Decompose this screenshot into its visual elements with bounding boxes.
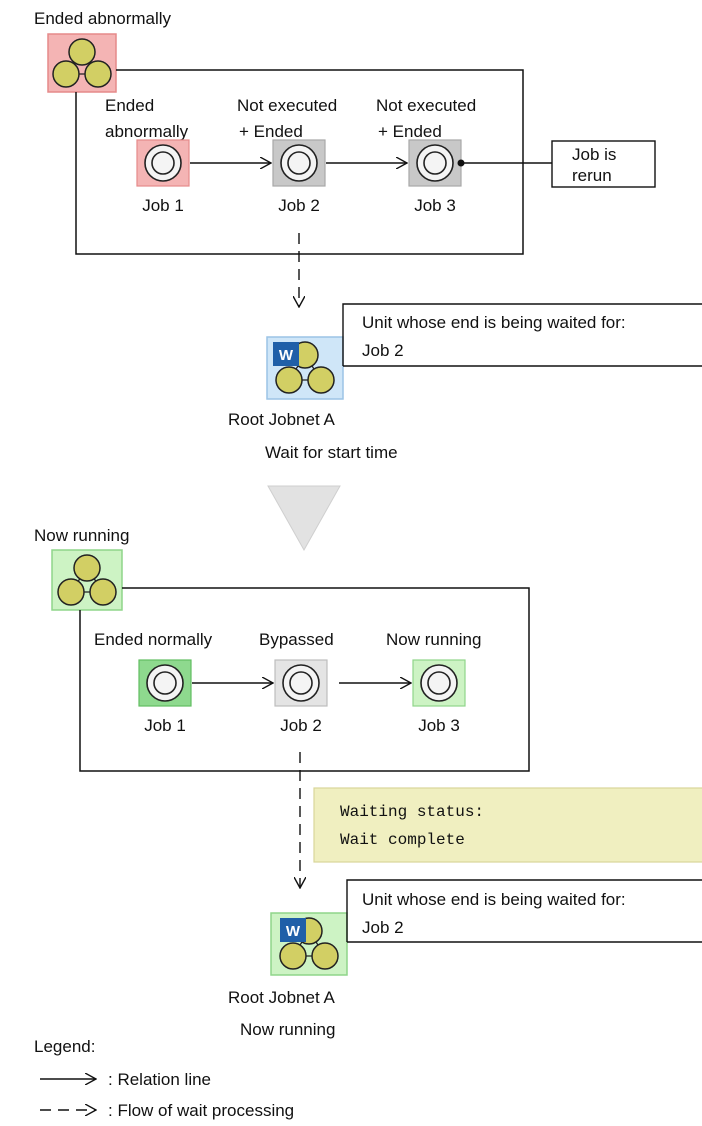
bottom-job3-status: Now running [386,630,481,649]
top-job2-status-line2: + Ended [239,122,303,141]
bottom-job2-status: Bypassed [259,630,334,649]
wait-note-bottom-frame [346,879,702,942]
top-job1-status-line2: abnormally [105,122,189,141]
w-badge-label: W [286,923,301,940]
waiting-status-line2: Wait complete [340,831,465,849]
bottom-job1-icon [138,659,192,707]
legend-relation-line-label: : Relation line [108,1070,211,1089]
legend-wait-flow-label: : Flow of wait processing [108,1101,294,1120]
bottom-job3-name: Job 3 [418,716,460,735]
top-job2-name: Job 2 [278,196,320,215]
top-job3-status-line2: + Ended [378,122,442,141]
w-badge-icon: W [280,918,306,942]
top-jobnet-status: Ended abnormally [34,9,172,28]
top-job3-icon [408,139,462,187]
w-badge-label: W [279,347,294,364]
bottom-job1-name: Job 1 [144,716,186,735]
rerun-callout-dot [457,159,465,167]
bottom-job3-icon [412,659,466,707]
waiting-status-line1: Waiting status: [340,803,484,821]
top-jobnet-icon [47,33,117,93]
rerun-note-line1: Job is [572,145,616,164]
bottom-job1-status: Ended normally [94,630,213,649]
top-jobnet-frame [75,69,524,255]
root-jobnet-a-bottom-name: Root Jobnet A [228,988,335,1007]
bottom-jobnet-frame [79,587,530,772]
wait-note-top-line1: Unit whose end is being waited for: [362,313,626,332]
bottom-job2-name: Job 2 [280,716,322,735]
top-job1-name: Job 1 [142,196,184,215]
top-job2-icon [272,139,326,187]
transition-triangle [267,485,341,552]
bottom-jobnet-icon [51,549,123,611]
bottom-job2-icon [274,659,328,707]
wait-note-top-line2: Job 2 [362,341,404,360]
bottom-jobnet-status: Now running [34,526,129,545]
root-jobnet-a-top-status: Wait for start time [265,443,398,462]
wait-note-bottom-line1: Unit whose end is being waited for: [362,890,626,909]
top-job3-status-line1: Not executed [376,96,476,115]
rerun-note-box [551,140,656,188]
rerun-note-line2: rerun [572,166,612,185]
wait-note-top-frame [342,303,702,366]
top-job2-status-line1: Not executed [237,96,337,115]
top-job3-name: Job 3 [414,196,456,215]
top-job1-status-line1: Ended [105,96,154,115]
waiting-status-note [313,787,702,863]
w-badge-icon: W [273,342,299,366]
wait-note-bottom-line2: Job 2 [362,918,404,937]
top-job1-icon [136,139,190,187]
legend-title: Legend: [34,1037,95,1056]
root-jobnet-a-bottom-status: Now running [240,1020,335,1039]
root-jobnet-a-top-name: Root Jobnet A [228,410,335,429]
